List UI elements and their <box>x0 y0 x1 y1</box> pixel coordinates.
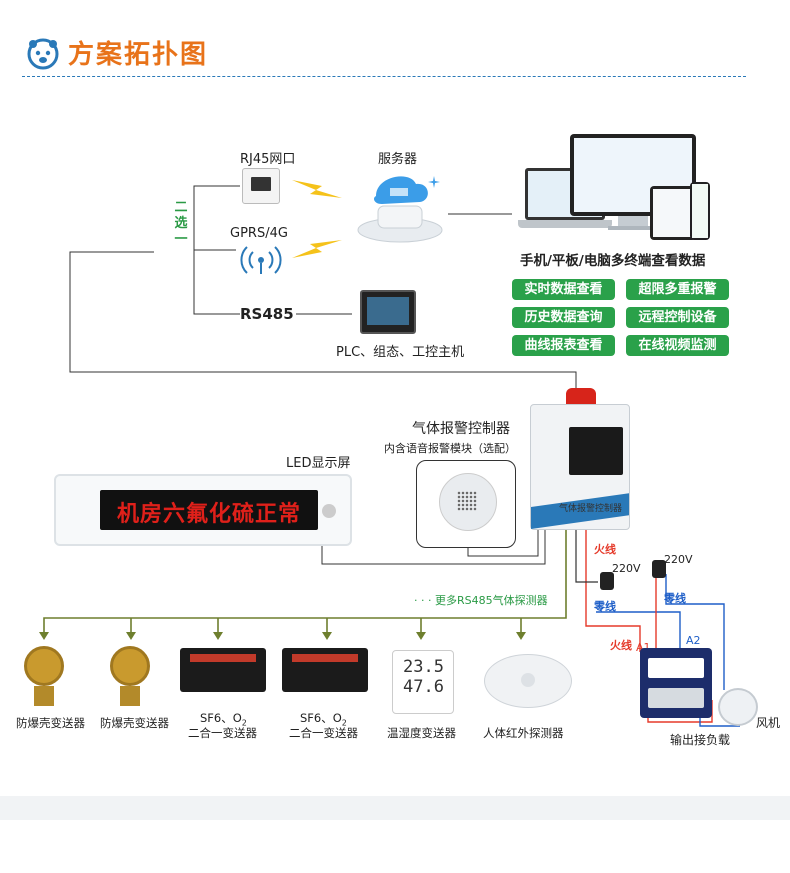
phone-image <box>690 182 710 240</box>
signal-antenna-icon <box>240 246 282 274</box>
alarm-light <box>566 388 596 406</box>
feature-badge: 在线视频监测 <box>626 335 729 356</box>
gas-alarm-controller: 气体报警控制器 <box>530 404 630 530</box>
fire-line-label: 火线 <box>610 639 632 652</box>
feature-badge: 超限多重报警 <box>626 279 729 300</box>
led-display: 机房六氟化硫正常 <box>54 474 352 546</box>
feature-badge: 历史数据查询 <box>512 307 615 328</box>
rj45-label: RJ45网口 <box>240 152 296 167</box>
voltage-label: 220V <box>612 562 641 575</box>
sensor-label: SF6、O2 <box>200 711 247 728</box>
page-title: 方案拓扑图 <box>68 40 209 70</box>
rj45-port-icon <box>242 168 280 204</box>
logo-icon <box>27 38 59 70</box>
fan-label: 风机 <box>756 716 781 730</box>
server-label: 服务器 <box>378 152 418 167</box>
fire-line-label: 火线 <box>594 543 616 556</box>
more-rs485-label: · · · 更多RS485气体探测器 <box>414 594 548 607</box>
plc-label: PLC、组态、工控主机 <box>336 345 465 360</box>
contactor-image <box>640 648 712 718</box>
sf6-o2-transmitter <box>180 648 266 692</box>
controller-label: 气体报警控制器 <box>412 421 510 437</box>
plc-panel-image <box>360 290 416 334</box>
neutral-line-label: 零线 <box>594 600 616 613</box>
plug-icon <box>652 560 666 578</box>
sf6-o2-transmitter <box>282 648 368 692</box>
temp-humidity-transmitter: 23.5 47.6 <box>392 650 454 714</box>
title-divider <box>22 76 746 77</box>
sensor-label: 二合一变送器 <box>188 726 257 740</box>
sensor-label: 二合一变送器 <box>289 726 358 740</box>
feature-badge: 远程控制设备 <box>626 307 729 328</box>
wireless-bolt-icon <box>292 240 342 258</box>
speaker-module <box>416 460 516 548</box>
terminals-label: 手机/平板/电脑多终端查看数据 <box>520 253 706 269</box>
led-text: 机房六氟化硫正常 <box>116 501 301 527</box>
footer-band <box>0 796 790 820</box>
sensor-label: SF6、O2 <box>300 711 347 728</box>
wireless-bolt-icon <box>292 180 342 198</box>
tablet-image <box>650 186 696 240</box>
sparkle-icon <box>428 176 440 188</box>
pir-detector <box>484 654 572 708</box>
plug-icon <box>600 572 614 590</box>
led-label: LED显示屏 <box>286 456 351 471</box>
terminal-a2-label: A2 <box>686 634 701 647</box>
temperature-readout: 23.5 <box>403 657 444 677</box>
neutral-line-label: 零线 <box>664 592 686 605</box>
humidity-readout: 47.6 <box>403 677 444 697</box>
server-cloud-icon <box>357 176 443 243</box>
feature-badge: 曲线报表查看 <box>512 335 615 356</box>
explosion-proof-transmitter <box>106 646 154 706</box>
controller-sublabel: 内含语音报警模块（选配） <box>384 442 516 455</box>
sensor-label: 防爆壳变送器 <box>16 716 85 730</box>
feature-badge: 实时数据查看 <box>512 279 615 300</box>
gprs-label: GPRS/4G <box>230 226 288 241</box>
voltage-label: 220V <box>664 553 693 566</box>
sensor-label: 人体红外探测器 <box>483 726 564 740</box>
sensor-label: 温湿度变送器 <box>387 726 456 740</box>
controller-plate: 气体报警控制器 <box>559 504 623 514</box>
output-load-label: 输出接负载 <box>670 733 731 747</box>
explosion-proof-transmitter <box>20 646 68 706</box>
choose-one-label: 二选一 <box>174 200 188 247</box>
rs485-label: RS485 <box>240 305 294 323</box>
sensor-label: 防爆壳变送器 <box>100 716 169 730</box>
fan-image <box>718 688 758 726</box>
